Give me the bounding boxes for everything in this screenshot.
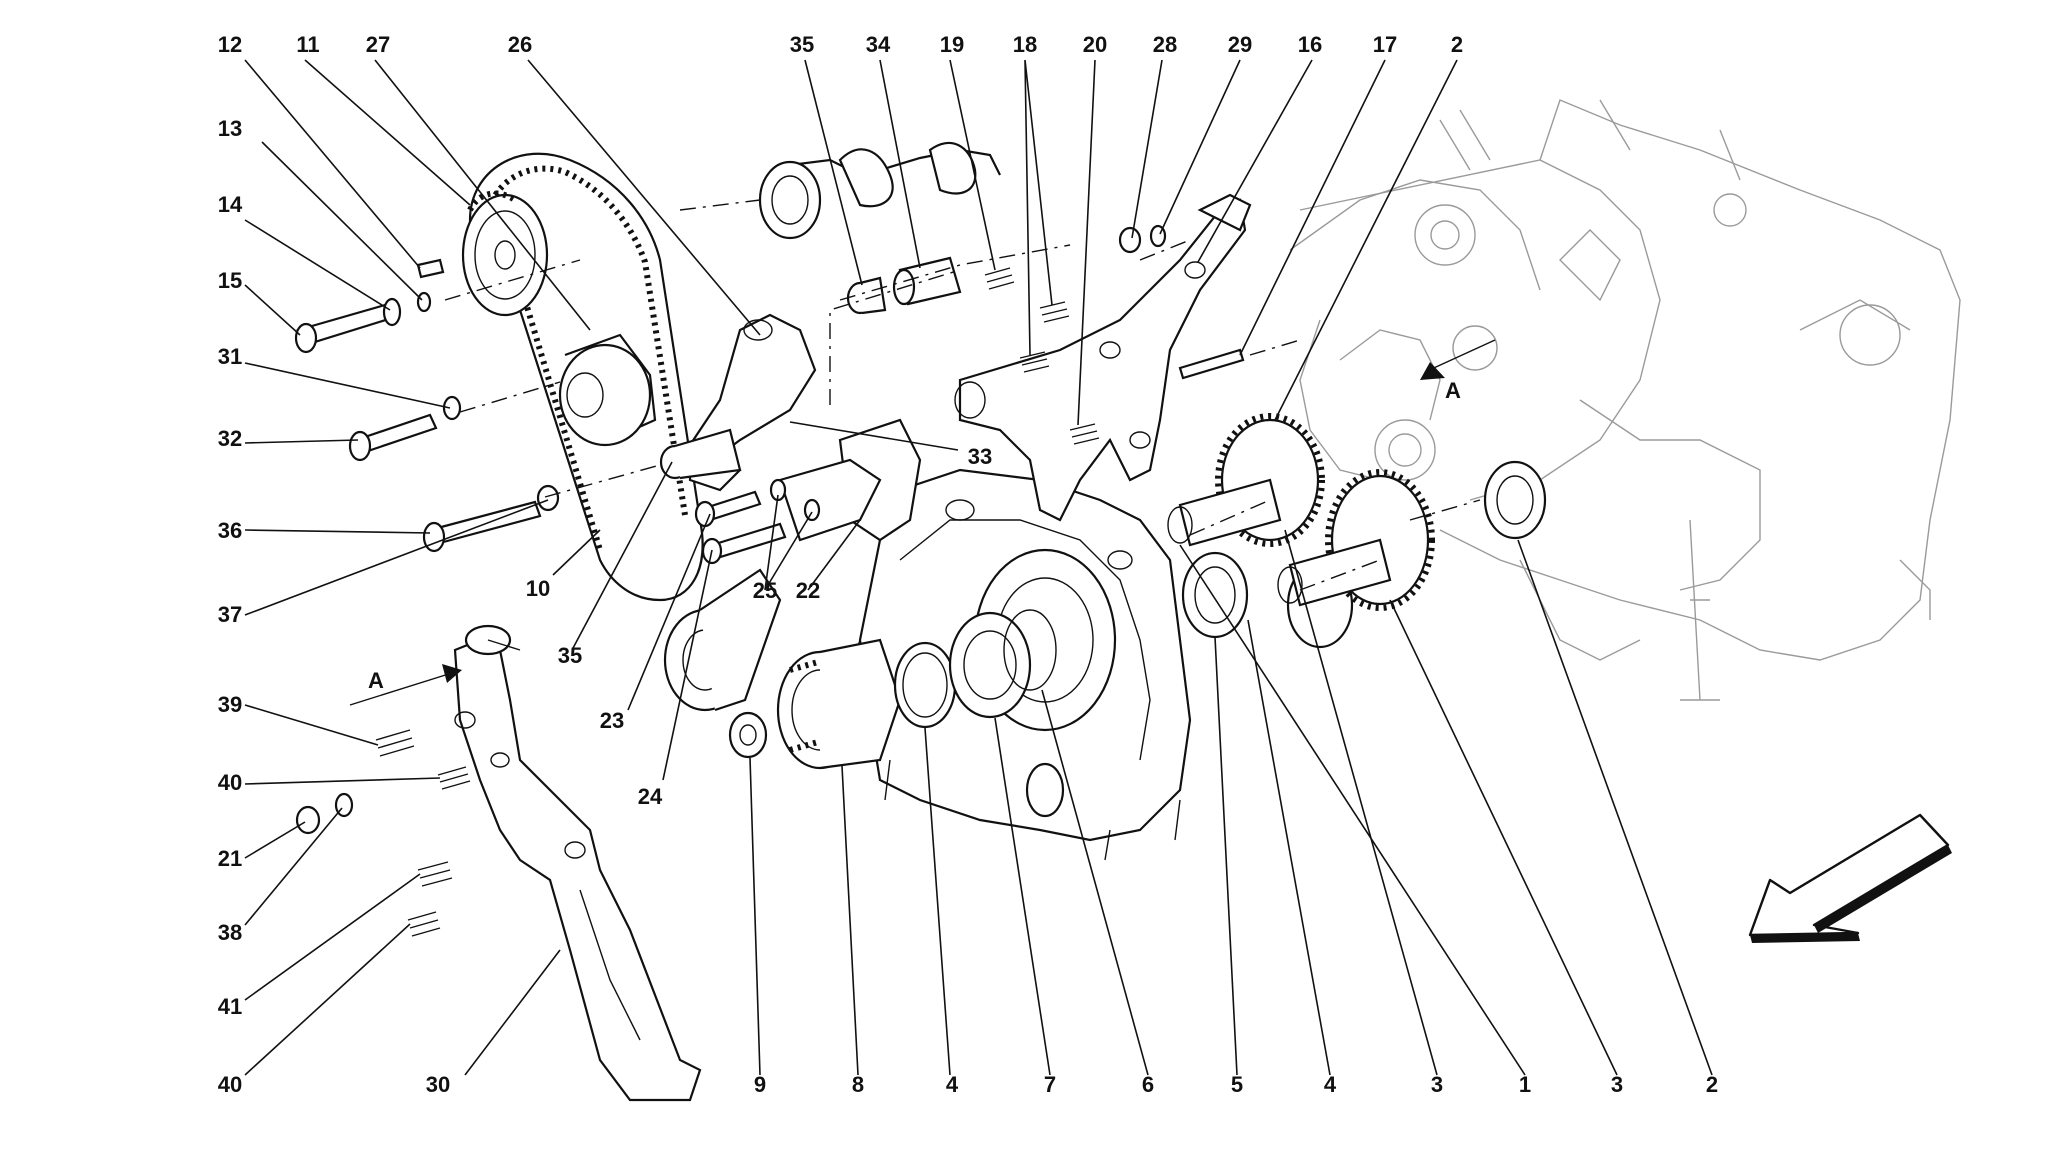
hardware (294, 224, 1245, 937)
callout-38: 38 (218, 920, 242, 945)
callout-14: 14 (218, 192, 243, 217)
callout-40-upper: 40 (218, 770, 242, 795)
callout-13: 13 (218, 116, 242, 141)
section-marker-label: A (1445, 378, 1461, 403)
callout-17: 17 (1373, 32, 1397, 57)
callout-34: 34 (866, 32, 891, 57)
callout-11: 11 (296, 32, 319, 57)
callout-2-bottom: 2 (1706, 1072, 1718, 1097)
callout-33: 33 (968, 444, 992, 469)
assembly-axes (444, 239, 1481, 591)
callout-22: 22 (796, 578, 820, 603)
tensioner-arm (663, 418, 922, 712)
callout-20: 20 (1083, 32, 1107, 57)
callout-3-right: 3 (1611, 1072, 1623, 1097)
gear-shaft-upper (1167, 413, 1325, 547)
callout-1: 1 (1519, 1072, 1531, 1097)
callout-10: 10 (526, 576, 550, 601)
callout-35-mid: 35 (558, 643, 582, 668)
callout-16: 16 (1298, 32, 1322, 57)
engine-block-outline (1289, 99, 1961, 701)
callout-12: 12 (218, 32, 242, 57)
callout-6: 6 (1142, 1072, 1154, 1097)
callout-5: 5 (1231, 1072, 1243, 1097)
camshaft (679, 141, 1001, 240)
callout-15: 15 (218, 268, 242, 293)
callout-39: 39 (218, 692, 242, 717)
callout-32: 32 (218, 426, 242, 451)
bearing-2 (1483, 460, 1547, 540)
callout-7: 7 (1044, 1072, 1056, 1097)
idler-pulley (558, 333, 657, 447)
upper-bracket (954, 193, 1252, 522)
callout-27: 27 (366, 32, 390, 57)
cam-sprocket (461, 190, 549, 317)
callout-23: 23 (600, 708, 624, 733)
callout-37: 37 (218, 602, 242, 627)
callout-labels: 12 11 27 26 35 34 19 18 20 28 29 16 17 2… (218, 32, 1718, 1097)
section-marker-a-right: A (1420, 339, 1496, 403)
callout-26: 26 (508, 32, 532, 57)
section-marker-label: A (368, 668, 384, 693)
callout-35-top: 35 (790, 32, 814, 57)
leader-lines (244, 59, 1713, 1076)
callout-21: 21 (218, 846, 242, 871)
crank-pulley (776, 638, 902, 770)
nut-9 (728, 711, 768, 759)
callout-30: 30 (426, 1072, 450, 1097)
callout-2-top: 2 (1451, 32, 1463, 57)
callout-41: 41 (218, 994, 242, 1019)
callout-36: 36 (218, 518, 242, 543)
callout-4-left: 4 (946, 1072, 959, 1097)
callout-29: 29 (1228, 32, 1252, 57)
callout-9: 9 (754, 1072, 766, 1097)
callout-8: 8 (852, 1072, 864, 1097)
callout-18: 18 (1013, 32, 1037, 57)
gear-shaft-lower (1277, 469, 1435, 611)
direction-arrow-icon (1748, 813, 1952, 943)
callout-28: 28 (1153, 32, 1177, 57)
callout-40-lower: 40 (218, 1072, 242, 1097)
callout-3-left: 3 (1431, 1072, 1443, 1097)
callout-31: 31 (218, 344, 242, 369)
section-marker-a-left: A (349, 664, 462, 706)
lower-bracket (453, 624, 702, 1102)
callout-25: 25 (753, 578, 777, 603)
callout-19: 19 (940, 32, 964, 57)
callout-4-right: 4 (1324, 1072, 1337, 1097)
callout-24: 24 (638, 784, 663, 809)
